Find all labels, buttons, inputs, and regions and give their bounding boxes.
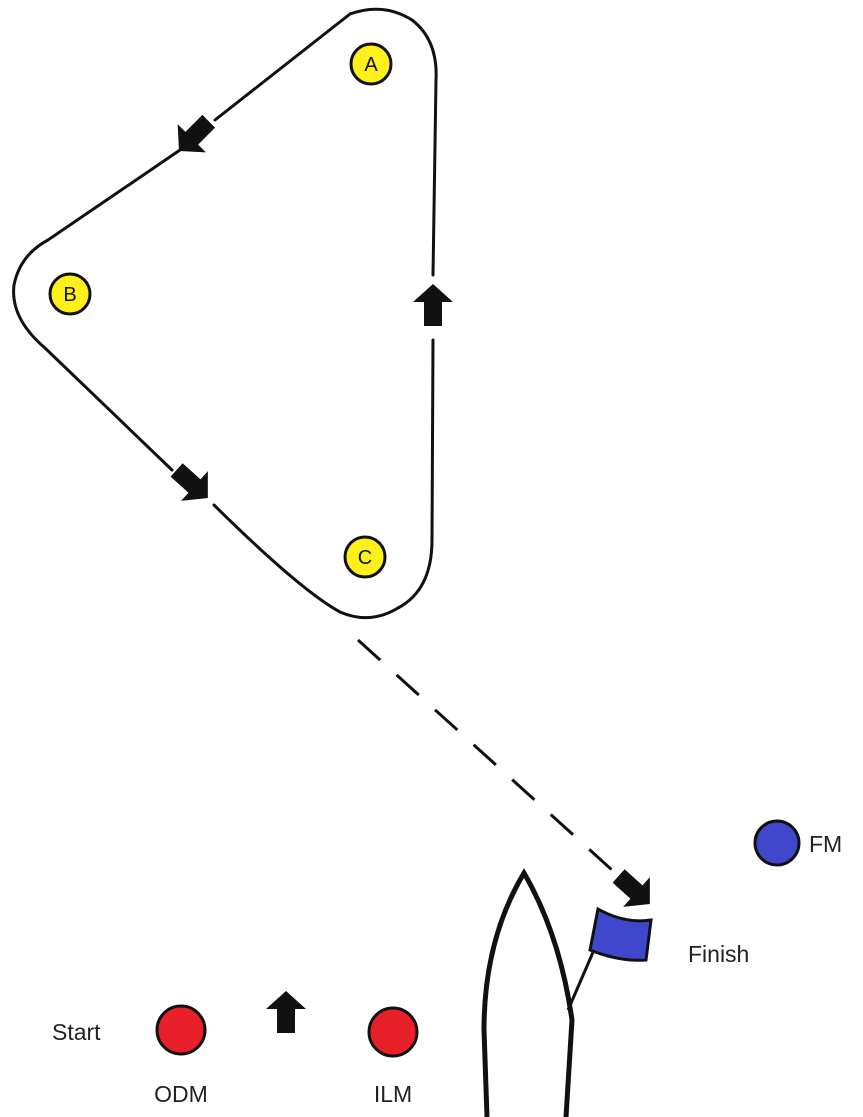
- finish-flag-icon: [588, 906, 653, 962]
- outer-distance-mark-buoy: [155, 1004, 207, 1056]
- finish-mark-label: FM: [809, 831, 842, 857]
- outer-distance-mark: ODM: [154, 1004, 208, 1107]
- mark-a-buoy: [349, 42, 393, 86]
- arrow-a-to-b-icon: [177, 114, 216, 153]
- mark-c-buoy: [343, 535, 387, 579]
- finish-mark-buoy: [753, 819, 801, 867]
- mark-b-buoy: [48, 272, 92, 316]
- course-loop: [12, 7, 438, 620]
- mark-a-label: A: [364, 54, 378, 76]
- outer-distance-mark-label: ODM: [154, 1081, 208, 1107]
- arrow-b-to-c-icon: [170, 463, 208, 501]
- mark-c-label: C: [358, 547, 372, 569]
- start-direction-arrow-icon: [266, 991, 306, 1033]
- finish-label: Finish: [688, 941, 749, 967]
- mark-b-label: B: [63, 284, 76, 306]
- flag-pole: [566, 949, 596, 1011]
- inner-limit-mark-buoy: [367, 1006, 419, 1058]
- start-label: Start: [52, 1019, 101, 1045]
- finish-mark: FM: [753, 819, 842, 867]
- inner-limit-mark-label: ILM: [374, 1081, 412, 1107]
- finish-approach-line: [356, 638, 614, 872]
- mark-a: A: [349, 42, 393, 86]
- mark-b: B: [48, 272, 92, 316]
- arrow-to-finish-icon: [612, 869, 650, 907]
- committee-boat: [481, 868, 575, 1117]
- arrow-c-to-a-icon: [413, 284, 453, 326]
- mark-c: C: [343, 535, 387, 579]
- inner-limit-mark: ILM: [367, 1006, 419, 1107]
